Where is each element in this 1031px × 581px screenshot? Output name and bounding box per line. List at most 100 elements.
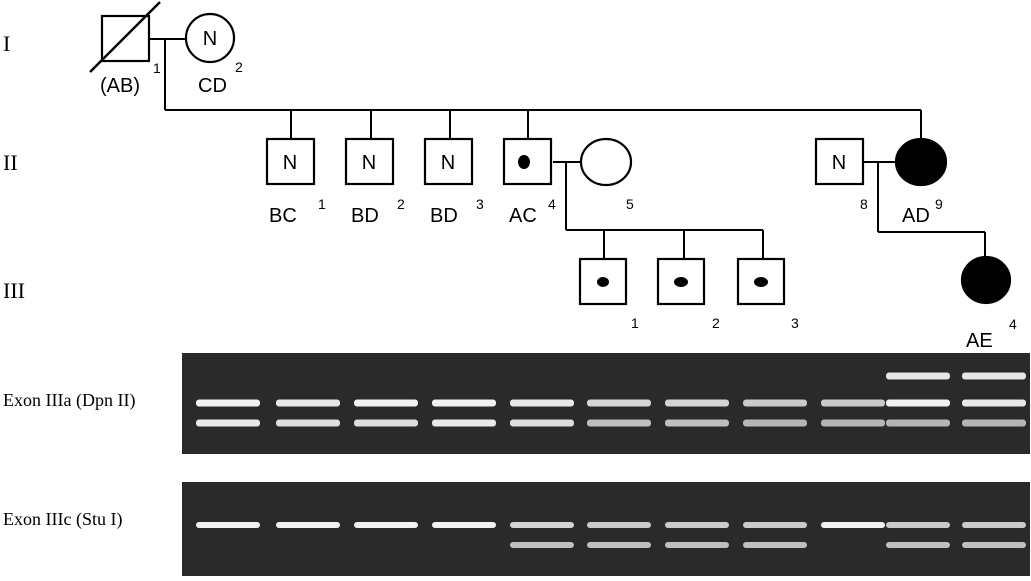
female-affected-symbol (960, 255, 1012, 305)
individual-number: 3 (791, 315, 799, 331)
gel-band (354, 399, 418, 407)
individual-number: 8 (860, 196, 868, 212)
gel-band (821, 419, 885, 427)
individual-II-4: AC 4 (502, 137, 556, 227)
gel-band (665, 419, 729, 427)
male-symbol (423, 137, 474, 186)
gel-band (276, 522, 340, 528)
generation-label-I: I (3, 31, 10, 56)
individual-III-4: AE 4 (960, 255, 1017, 352)
gel-band (821, 399, 885, 407)
symbol-text: N (203, 28, 217, 50)
individual-number: 1 (318, 196, 326, 212)
gel-background (182, 482, 1030, 576)
individual-number: 5 (626, 196, 634, 212)
gel-label-dpn: Exon IIIa (Dpn II) (3, 390, 135, 411)
gel-panel-stu (182, 482, 1030, 576)
gel-band (587, 542, 651, 548)
gel-band (587, 522, 651, 528)
individual-I-1: (AB) 1 (89, 1, 161, 97)
male-symbol (265, 137, 316, 186)
gel-band (587, 419, 651, 427)
female-symbol (184, 12, 236, 64)
genotype-label: (AB) (100, 75, 140, 97)
gel-band (743, 399, 807, 407)
female-affected-symbol (894, 137, 948, 187)
deceased-slash (89, 1, 161, 73)
gel-band (962, 372, 1026, 380)
individual-number: 3 (476, 196, 484, 212)
gel-band (743, 419, 807, 427)
individual-number: 4 (548, 196, 556, 212)
gel-band (587, 399, 651, 407)
genotype-label: AE (966, 330, 993, 352)
gel-band (962, 542, 1026, 548)
individual-number: 4 (1009, 316, 1017, 332)
gel-band (821, 522, 885, 528)
symbol-text: N (441, 152, 455, 174)
gel-label-stu: Exon IIIc (Stu I) (3, 509, 122, 530)
gel-band (510, 419, 574, 427)
pedigree-lines (149, 38, 986, 259)
carrier-dot (754, 277, 768, 287)
gel-band (886, 522, 950, 528)
individual-number: 1 (631, 315, 639, 331)
gel-band (432, 419, 496, 427)
gel-band (886, 399, 950, 407)
genotype-label: BC (269, 205, 297, 227)
gel-band (962, 522, 1026, 528)
individual-II-2: N BD 2 (344, 137, 405, 227)
gel-band (743, 522, 807, 528)
gel-band (196, 419, 260, 427)
gel-band (276, 419, 340, 427)
symbol-text: N (832, 152, 846, 174)
gel-panel-dpn (182, 353, 1030, 454)
gel-band (510, 522, 574, 528)
symbol-text: N (362, 152, 376, 174)
carrier-dot (674, 277, 688, 287)
gel-band (665, 399, 729, 407)
genotype-label: AC (509, 205, 537, 227)
male-symbol (814, 137, 865, 186)
gel-band (276, 399, 340, 407)
individual-number: 2 (712, 315, 720, 331)
gel-band (354, 419, 418, 427)
gel-band (743, 542, 807, 548)
genotype-label: CD (198, 75, 227, 97)
individual-number: 9 (935, 196, 943, 212)
gel-band (432, 522, 496, 528)
gel-band (962, 419, 1026, 427)
individual-II-8: N 8 (814, 137, 868, 212)
gel-band (665, 542, 729, 548)
generation-label-II: II (3, 150, 18, 175)
symbol-text: N (283, 152, 297, 174)
gel-band (665, 522, 729, 528)
individual-III-1: 1 (578, 257, 639, 331)
individual-number: 2 (235, 59, 243, 75)
gel-band (510, 399, 574, 407)
male-symbol (344, 137, 395, 186)
individual-number: 2 (397, 196, 405, 212)
gel-band (886, 372, 950, 380)
generation-label-III: III (3, 278, 25, 303)
individual-III-3: 3 (736, 257, 799, 331)
gel-band (196, 522, 260, 528)
genotype-label: BD (351, 205, 379, 227)
gel-band (196, 399, 260, 407)
female-symbol (579, 137, 633, 187)
carrier-dot (597, 277, 609, 287)
gel-band (432, 399, 496, 407)
gel-band (354, 522, 418, 528)
gel-band (886, 542, 950, 548)
genotype-label: AD (902, 205, 930, 227)
genotype-label: BD (430, 205, 458, 227)
gel-band (510, 542, 574, 548)
individual-number: 1 (153, 60, 161, 76)
gel-band (886, 419, 950, 427)
gel-band (962, 399, 1026, 407)
individual-II-1: N BC 1 (265, 137, 326, 227)
individual-II-9: AD 9 (894, 137, 948, 227)
individual-I-2: N CD 2 (184, 12, 243, 97)
individual-II-5: 5 (579, 137, 634, 212)
